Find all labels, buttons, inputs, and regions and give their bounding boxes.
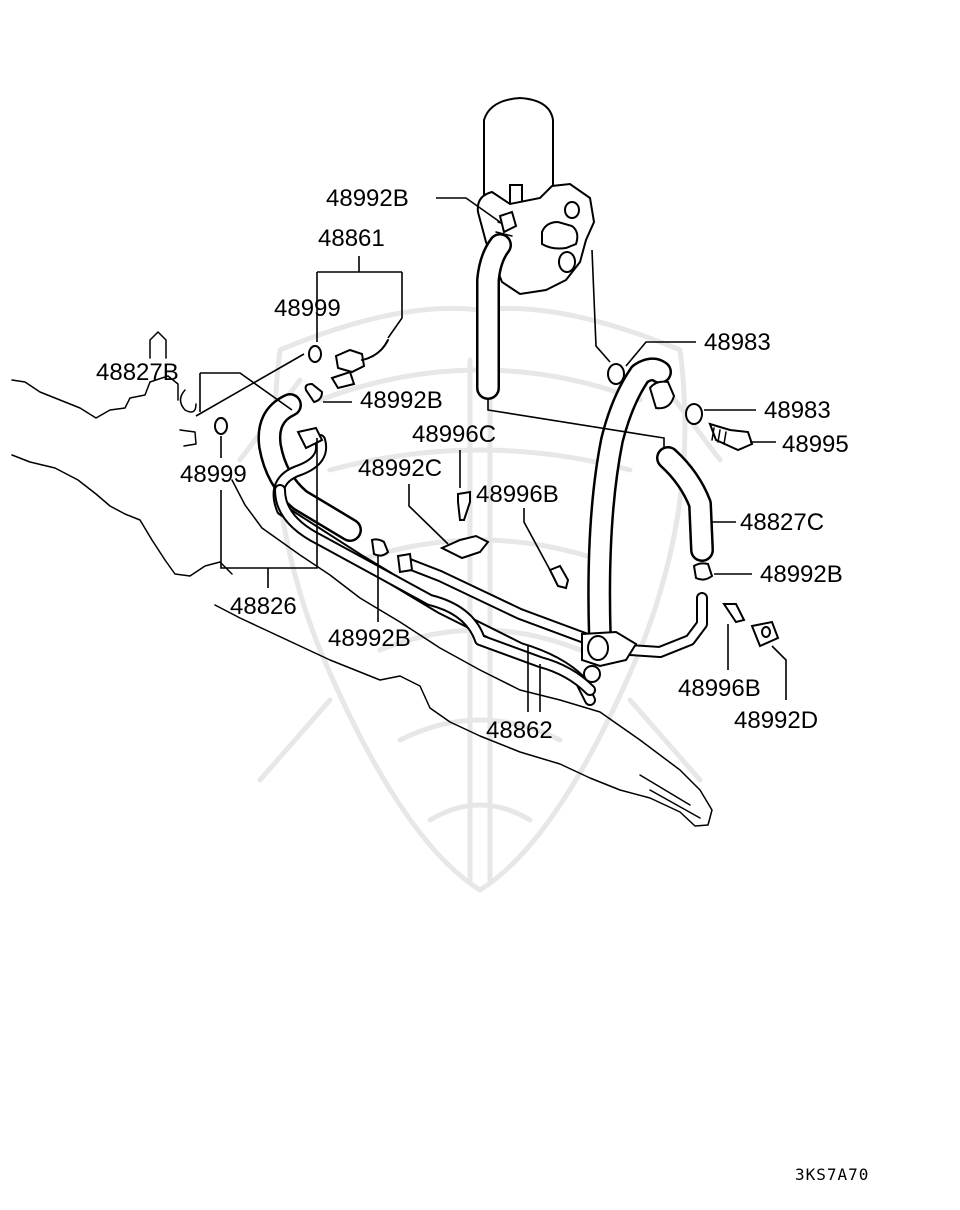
label-48999-a: 48999 [274, 295, 341, 322]
label-48992c: 48992C [358, 455, 442, 482]
label-48992b-low: 48992B [328, 625, 411, 652]
label-48826: 48826 [230, 593, 297, 620]
label-48992d: 48992D [734, 707, 818, 734]
label-48996c: 48996C [412, 421, 496, 448]
steering-gear-housing [11, 331, 713, 827]
label-48827c: 48827C [740, 509, 824, 536]
pump-reservoir-assembly [476, 96, 596, 296]
leader-lines [195, 197, 787, 712]
diagram-code: 3KS7A70 [795, 1165, 869, 1184]
label-48862: 48862 [486, 717, 553, 744]
hoses-and-pipes [257, 233, 714, 706]
label-48995: 48995 [782, 431, 849, 458]
label-48996b-a: 48996B [476, 481, 559, 508]
small-parts [214, 210, 780, 683]
label-48996b-b: 48996B [678, 675, 761, 702]
label-48992b-right: 48992B [760, 561, 843, 588]
label-48983-b: 48983 [764, 397, 831, 424]
label-48983-a: 48983 [704, 329, 771, 356]
label-48827b: 48827B [96, 359, 179, 386]
label-48861: 48861 [318, 225, 385, 252]
label-48999-b: 48999 [180, 461, 247, 488]
part-labels: 48992B 48861 48999 48827B 48992B 48999 4… [96, 185, 849, 744]
label-48992b-top: 48992B [326, 185, 409, 212]
label-48992b-mid: 48992B [360, 387, 443, 414]
